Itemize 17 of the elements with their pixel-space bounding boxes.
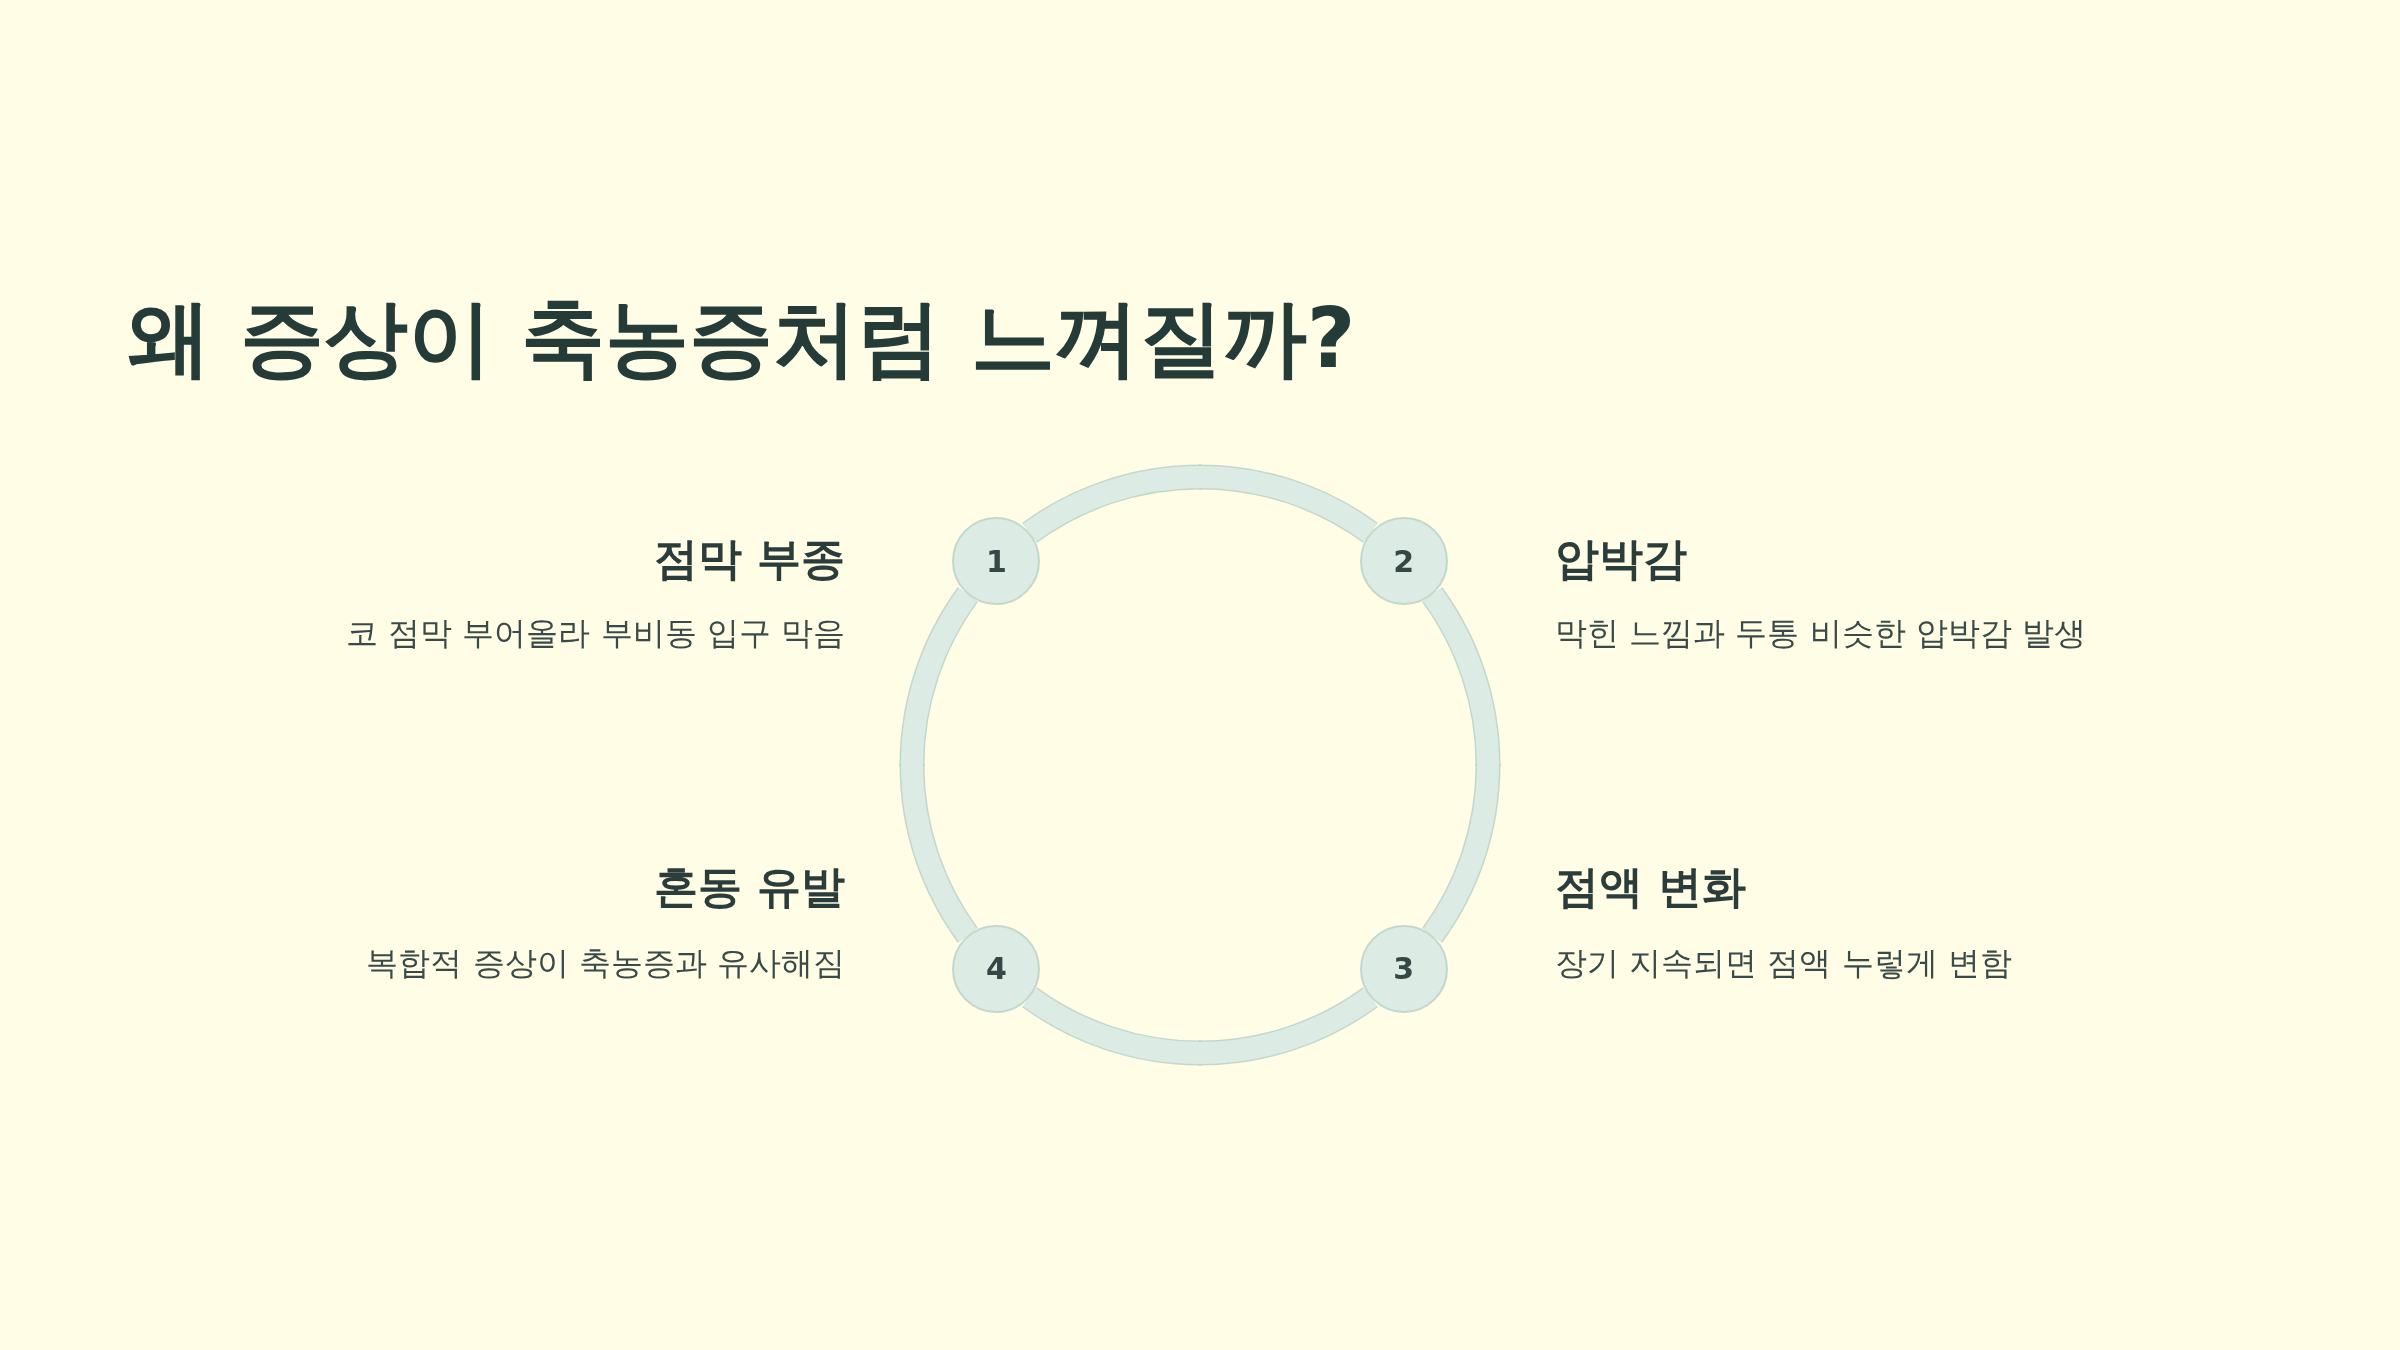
step-heading: 압박감 bbox=[1555, 532, 1687, 586]
step-heading: 점막 부종 bbox=[653, 532, 845, 586]
step-description: 복합적 증상이 축농증과 유사해짐 bbox=[366, 943, 845, 984]
step-description: 코 점막 부어올라 부비동 입구 막음 bbox=[346, 613, 845, 654]
ring-arc bbox=[1421, 588, 1501, 942]
ring-arc bbox=[899, 588, 979, 942]
title: 왜 증상이 축농증처럼 느껴질까? bbox=[127, 288, 1356, 389]
step-number-circle: 1 bbox=[952, 517, 1041, 606]
step-description: 장기 지속되면 점액 누렇게 변함 bbox=[1555, 943, 2012, 984]
ring-arc bbox=[1023, 464, 1377, 544]
step-number-circle: 2 bbox=[1359, 517, 1448, 606]
step-number-circle: 3 bbox=[1359, 924, 1448, 1013]
step-description: 막힌 느낌과 두통 비슷한 압박감 발생 bbox=[1555, 613, 2086, 654]
step-number-circle: 4 bbox=[952, 924, 1041, 1013]
step-heading: 점액 변화 bbox=[1555, 860, 1747, 914]
step-heading: 혼동 유발 bbox=[653, 860, 845, 914]
ring-arc bbox=[1023, 986, 1377, 1066]
